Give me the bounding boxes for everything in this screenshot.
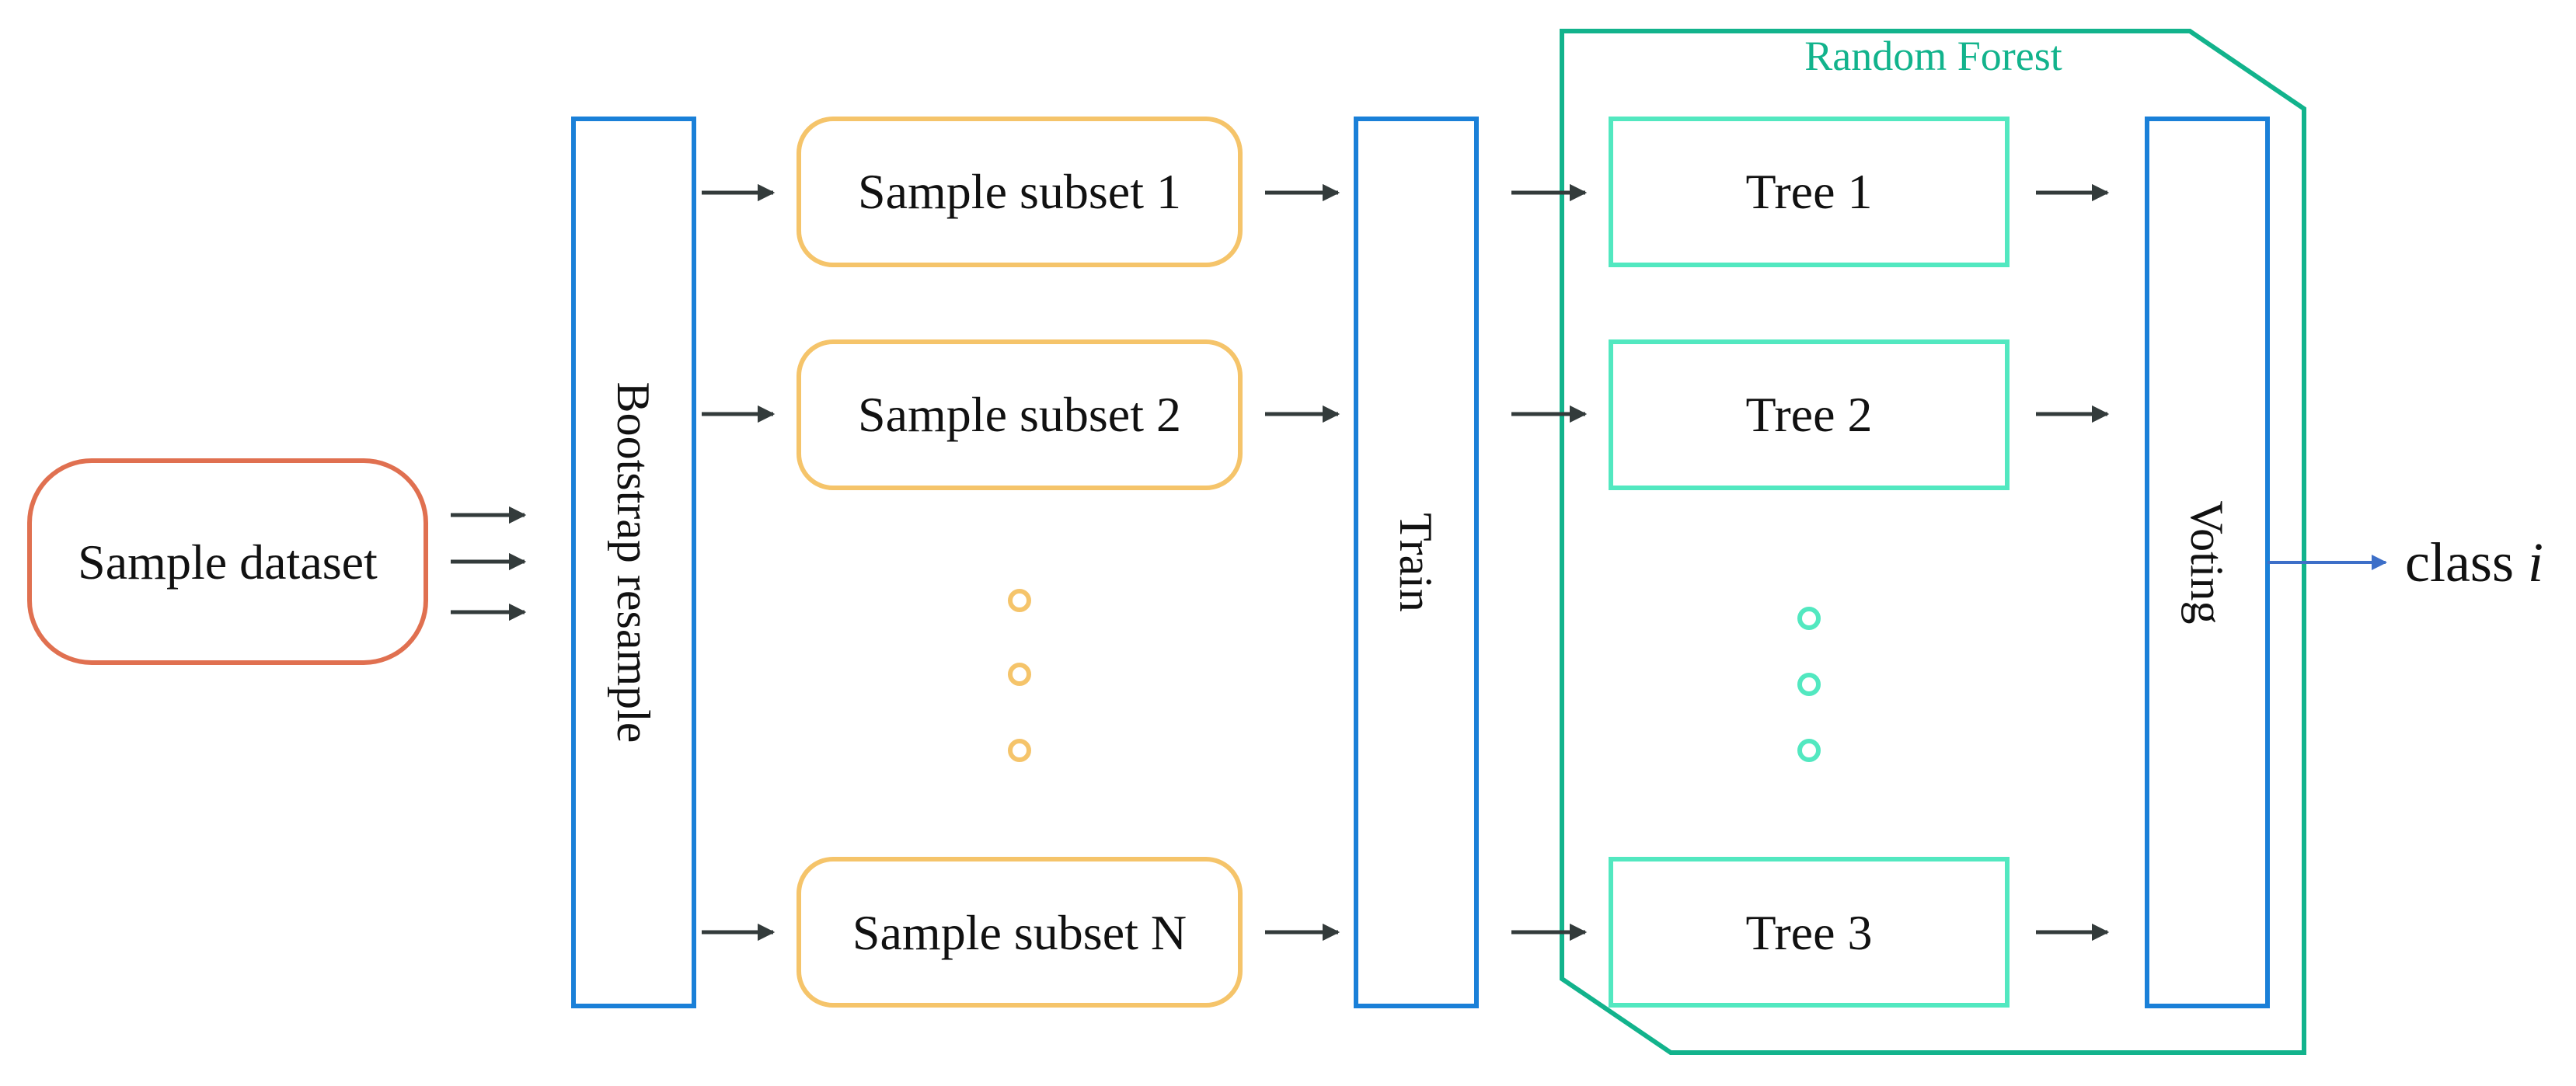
- subset-label-n: Sample subset N: [852, 905, 1187, 960]
- voting-label: Voting: [2181, 501, 2233, 625]
- bootstrap-resample-label: Bootstrap resample: [608, 382, 659, 743]
- tree-node-3: Tree 3: [1609, 857, 2010, 1008]
- subset-dot-3: [1008, 739, 1031, 762]
- subset-node-2: Sample subset 2: [797, 339, 1243, 490]
- subset-dot-2: [1008, 663, 1031, 686]
- tree-arrows: [2036, 183, 2110, 942]
- random-forest-title: Random Forest: [1804, 33, 2062, 79]
- voting-node: Voting: [2145, 117, 2270, 1008]
- tree-node-2: Tree 2: [1609, 339, 2010, 490]
- subset-node-1: Sample subset 1: [797, 117, 1243, 267]
- random-forest-frame: [1560, 29, 2306, 1055]
- output-class-prefix: class: [2405, 531, 2528, 593]
- tree-node-1: Tree 1: [1609, 117, 2010, 267]
- bootstrap-resample-node: Bootstrap resample: [571, 117, 696, 1008]
- tree-dot-2: [1797, 673, 1821, 696]
- subset-node-n: Sample subset N: [797, 857, 1243, 1008]
- tree-dot-3: [1797, 739, 1821, 762]
- train-label: Train: [1390, 513, 1441, 612]
- output-class-label: class i: [2405, 531, 2543, 593]
- sample-dataset-label: Sample dataset: [78, 534, 378, 590]
- subset-ellipsis: [1008, 589, 1031, 762]
- output-class-variable: i: [2528, 531, 2543, 593]
- tree-dot-1: [1797, 607, 1821, 630]
- subset-arrows: [1265, 183, 1340, 942]
- sample-dataset-node: Sample dataset: [27, 458, 428, 665]
- train-arrows: [1511, 183, 1588, 942]
- random-forest-group: Random Forest: [1560, 29, 2306, 1055]
- subset-label-1: Sample subset 1: [858, 164, 1181, 219]
- dataset-arrows: [451, 506, 527, 621]
- tree-label-3: Tree 3: [1746, 905, 1873, 960]
- bootstrap-arrows: [702, 183, 776, 942]
- tree-ellipsis: [1797, 607, 1821, 762]
- subset-label-2: Sample subset 2: [858, 387, 1181, 442]
- subset-dot-1: [1008, 589, 1031, 612]
- train-node: Train: [1354, 117, 1479, 1008]
- tree-label-1: Tree 1: [1746, 164, 1873, 219]
- tree-label-2: Tree 2: [1746, 387, 1873, 442]
